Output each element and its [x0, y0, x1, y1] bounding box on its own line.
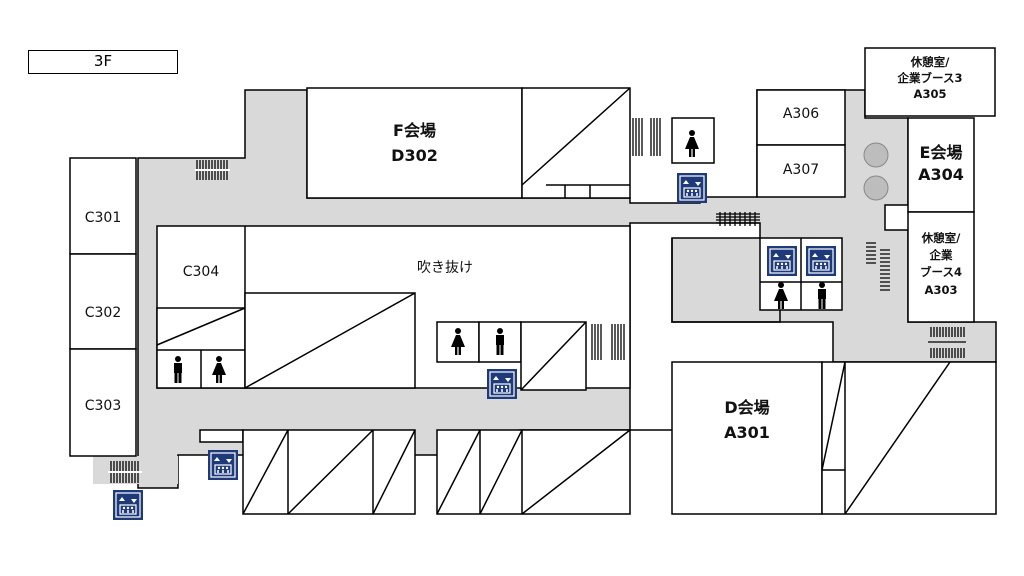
bottom-rooms: [199, 429, 631, 515]
room-a305[interactable]: [864, 47, 996, 117]
elevator-icon[interactable]: [486, 368, 518, 400]
label-e-hall-code: A304: [918, 165, 964, 184]
label-a305-line1: 休憩室/: [910, 55, 950, 69]
label-a307: A307: [782, 162, 820, 178]
label-a305-line3: A305: [913, 87, 947, 101]
label-a305-line2: 企業ブース3: [897, 71, 963, 85]
f-hall-annex: [521, 87, 631, 199]
room-a307[interactable]: [756, 144, 846, 198]
label-a303-line2: 企業: [929, 248, 953, 262]
room-c301[interactable]: [69, 157, 137, 255]
stairs-icon: [866, 242, 890, 291]
elevator-icon[interactable]: [766, 245, 798, 277]
label-d-hall-name: D会場: [724, 398, 770, 417]
room-a303[interactable]: [907, 211, 975, 323]
pillar-icon: [863, 142, 889, 201]
label-d-hall-code: A301: [724, 423, 770, 442]
label-e-hall-name: E会場: [919, 143, 963, 162]
label-f-hall-code: D302: [391, 146, 438, 165]
room-c302[interactable]: [69, 253, 137, 350]
floor-label: 3F: [93, 52, 113, 70]
label-c301: C301: [84, 210, 122, 226]
room-a306[interactable]: [756, 89, 846, 146]
elevator-icon[interactable]: [207, 449, 239, 481]
label-c304: C304: [182, 264, 220, 280]
label-a303-line1: 休憩室/: [921, 231, 961, 245]
stairs-icon: [716, 212, 760, 226]
stairs-icon: [591, 324, 625, 360]
label-c303: C303: [84, 398, 122, 414]
d-hall-annex: [821, 361, 997, 515]
label-a303-line4: A303: [924, 283, 958, 297]
f-hall[interactable]: [306, 87, 523, 199]
elevator-icon[interactable]: [112, 489, 144, 521]
stairs-icon: [195, 160, 230, 180]
room-c303[interactable]: [69, 348, 137, 457]
label-a306: A306: [782, 106, 820, 122]
stairs-icon: [928, 327, 966, 358]
label-f-hall-name: F会場: [393, 121, 436, 140]
stairs-icon: [108, 461, 142, 483]
d-hall[interactable]: [671, 361, 823, 515]
elevator-icon[interactable]: [805, 245, 837, 277]
label-c302: C302: [84, 305, 122, 321]
e-hall[interactable]: [907, 117, 975, 213]
label-atrium: 吹き抜け: [417, 260, 473, 276]
label-a303-line3: ブース4: [920, 265, 962, 279]
floor-label-box: 3F: [28, 50, 178, 74]
stairs-icon: [632, 118, 661, 156]
elevator-icon[interactable]: [676, 172, 708, 204]
